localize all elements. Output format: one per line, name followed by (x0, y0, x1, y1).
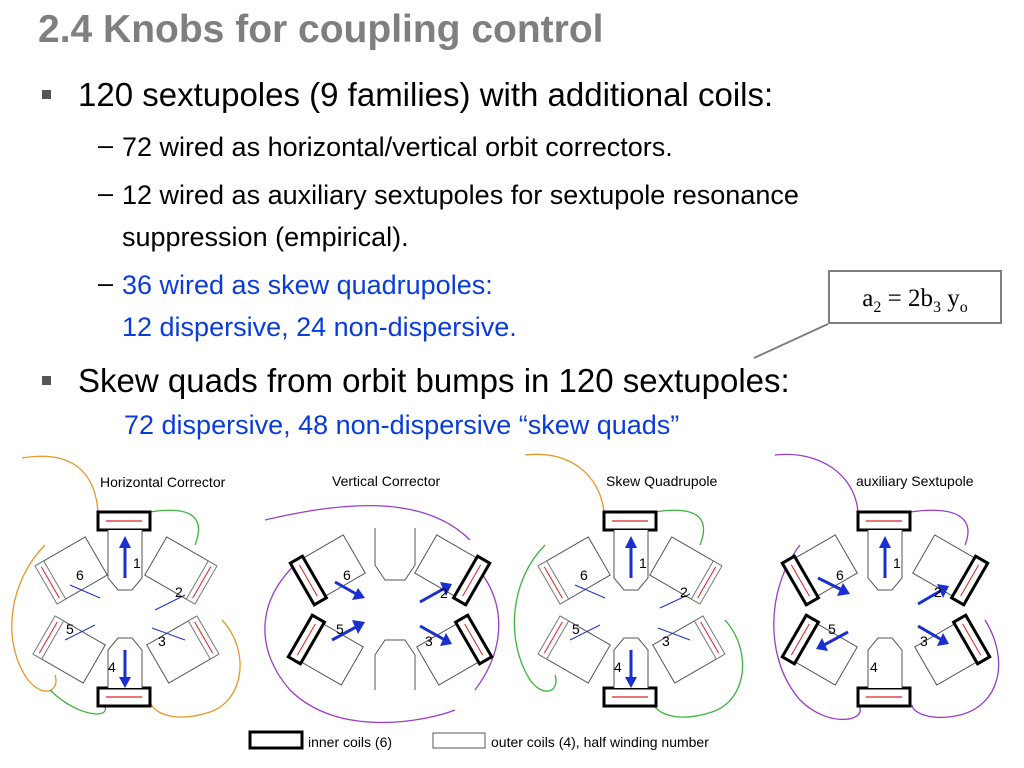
svg-text:5: 5 (572, 621, 580, 637)
svg-text:1: 1 (639, 555, 647, 571)
svg-text:3: 3 (662, 633, 670, 649)
bullet-2-continuation: 72 dispersive, 48 non-dispersive “skew q… (124, 410, 680, 440)
svg-text:2: 2 (680, 584, 688, 600)
sub-bullet-2-line-1: 12 wired as auxiliary sextupoles for sex… (122, 180, 799, 210)
sub-bullet-3-line-1: 36 wired as skew quadrupoles: (122, 270, 493, 300)
bullet-square-icon (42, 376, 51, 385)
formula-pointer-line (753, 323, 829, 359)
sub-bullet-1: 72 wired as horizontal/vertical orbit co… (122, 132, 673, 162)
svg-text:1: 1 (133, 555, 141, 571)
svg-text:2: 2 (934, 584, 942, 600)
formula-a: a (862, 285, 874, 312)
diagram-vertical-corrector: 6 2 5 3 (264, 504, 500, 724)
formula-b-sub: 3 (932, 299, 941, 316)
sub-bullet-3-line-2: 12 dispersive, 24 non-dispersive. (122, 312, 517, 342)
svg-text:6: 6 (836, 567, 844, 583)
dash-icon: – (98, 178, 114, 208)
svg-text:6: 6 (343, 567, 351, 583)
formula-eq: = 2b (881, 285, 933, 312)
legend-inner-text: inner coils (6) (308, 734, 393, 750)
svg-text:6: 6 (580, 567, 588, 583)
svg-text:2: 2 (440, 585, 448, 601)
formula-box: a2 = 2b3 yo (828, 270, 1002, 324)
svg-text:1: 1 (893, 555, 901, 571)
svg-text:3: 3 (158, 633, 166, 649)
formula-y: y (940, 285, 960, 312)
sub-bullet-2-line-2: suppression (empirical). (122, 222, 409, 252)
legend-outer-text: outer coils (4), half winding number (491, 734, 709, 750)
bullet-square-icon (42, 90, 51, 99)
bullet-2-text: Skew quads from orbit bumps in 120 sextu… (78, 362, 790, 399)
svg-text:4: 4 (870, 659, 878, 675)
svg-text:3: 3 (425, 633, 433, 649)
diagram-horizontal-corrector: 1 4 6 2 5 3 (11, 455, 241, 718)
svg-text:6: 6 (76, 567, 84, 583)
svg-text:2: 2 (175, 584, 183, 600)
svg-text:5: 5 (336, 621, 344, 637)
dash-icon: – (98, 130, 114, 160)
legend-outer-swatch (432, 732, 486, 749)
legend-inner-swatch (248, 730, 304, 750)
diagram-title-skew: Skew Quadrupole (606, 473, 718, 489)
diagram-auxiliary-sextupole: 1 4 6 2 5 3 (773, 453, 1000, 721)
svg-text:5: 5 (828, 621, 836, 637)
formula-y-sub: o (959, 299, 968, 316)
svg-text:4: 4 (614, 659, 622, 675)
svg-text:5: 5 (66, 621, 74, 637)
formula-a-sub: 2 (873, 299, 882, 316)
diagram-skew-quadrupole: 1 4 6 2 5 3 (513, 453, 744, 718)
slide-title: 2.4 Knobs for coupling control (38, 8, 604, 51)
svg-text:3: 3 (920, 633, 928, 649)
diagram-title-vertical: Vertical Corrector (332, 473, 441, 489)
bullet-1-text: 120 sextupoles (9 families) with additio… (78, 76, 774, 113)
diagram-title-horizontal: Horizontal Corrector (100, 474, 226, 490)
dash-icon: – (98, 268, 114, 298)
svg-text:4: 4 (108, 659, 116, 675)
diagram-title-auxiliary: auxiliary Sextupole (856, 473, 974, 489)
